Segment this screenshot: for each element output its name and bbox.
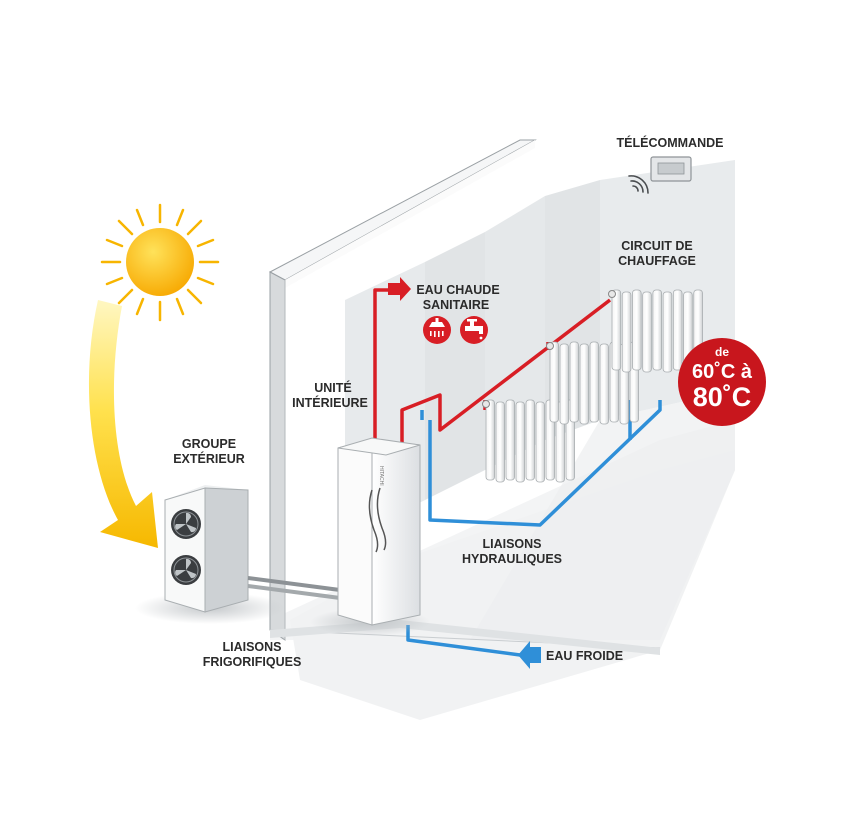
temp-low: 60˚C à [692, 360, 753, 383]
radiator-fin [611, 289, 622, 371]
labels: TÉLÉCOMMANDE CIRCUIT DE CHAUFFAGE EAU CH… [173, 135, 723, 669]
radiator-fin [579, 343, 589, 425]
faucet-icon [460, 316, 488, 344]
radiator-fin [642, 291, 652, 373]
label-liaisons-frigo-line1: LIAISONS [222, 640, 281, 654]
radiator-fin [662, 291, 673, 373]
thermostat-icon [650, 156, 692, 182]
temperature-badge: de 60˚C à 80˚C [678, 338, 766, 426]
cold-water-arrow [518, 641, 541, 669]
label-liaisons-hydro-line2: HYDRAULIQUES [462, 552, 562, 566]
radiator-fin [569, 341, 579, 423]
radiator-fin [495, 401, 505, 483]
label-unite-line1: UNITÉ [314, 380, 352, 395]
fan-icon [171, 509, 201, 585]
radiator-fin [621, 291, 632, 373]
hot-water-arrow [388, 277, 411, 301]
temp-high: 80˚C [693, 382, 752, 412]
wifi-signal-icon [628, 175, 649, 194]
radiator [482, 399, 575, 483]
radiator-valve [546, 342, 554, 350]
radiator-fin [672, 289, 683, 371]
radiator-fin [589, 341, 599, 423]
radiator-fin [559, 343, 569, 425]
radiator-fin [515, 401, 525, 483]
label-groupe-line2: EXTÉRIEUR [173, 451, 245, 466]
radiator-fin [599, 343, 609, 425]
brand-label: HITACHI [378, 466, 384, 486]
label-circuit-line1: CIRCUIT DE [621, 239, 693, 253]
label-circuit-line2: CHAUFFAGE [618, 254, 696, 268]
radiator-fin [632, 289, 642, 371]
label-liaisons-hydro-line1: LIAISONS [482, 537, 541, 551]
radiator-fin [505, 399, 515, 481]
label-groupe-line1: GROUPE [182, 437, 236, 451]
radiator-fin [652, 289, 663, 371]
radiator-valve [482, 400, 490, 408]
refrigerant-pipes [247, 576, 341, 600]
sun-icon [100, 203, 220, 322]
label-unite-line2: INTÉRIEURE [292, 395, 368, 410]
outdoor-unit [135, 485, 285, 624]
radiator-valve [608, 290, 616, 298]
radiator-fin [525, 399, 535, 481]
radiator-fin [485, 399, 495, 481]
label-liaisons-frigo-line2: FRIGORIFIQUES [203, 655, 302, 669]
radiator-fin [549, 341, 559, 423]
temp-prefix: de [715, 345, 729, 359]
indoor-unit: HITACHI [310, 437, 430, 636]
label-eau-froide: EAU FROIDE [546, 649, 623, 663]
radiator-fin [535, 401, 545, 483]
label-eau-chaude-line2: SANITAIRE [423, 298, 489, 312]
solar-energy-arrow [88, 300, 158, 548]
label-eau-chaude-line1: EAU CHAUDE [416, 283, 499, 297]
label-telecommande: TÉLÉCOMMANDE [617, 135, 724, 150]
front-wall [268, 139, 661, 649]
shower-icon [423, 316, 451, 344]
room-back-walls [270, 160, 735, 720]
